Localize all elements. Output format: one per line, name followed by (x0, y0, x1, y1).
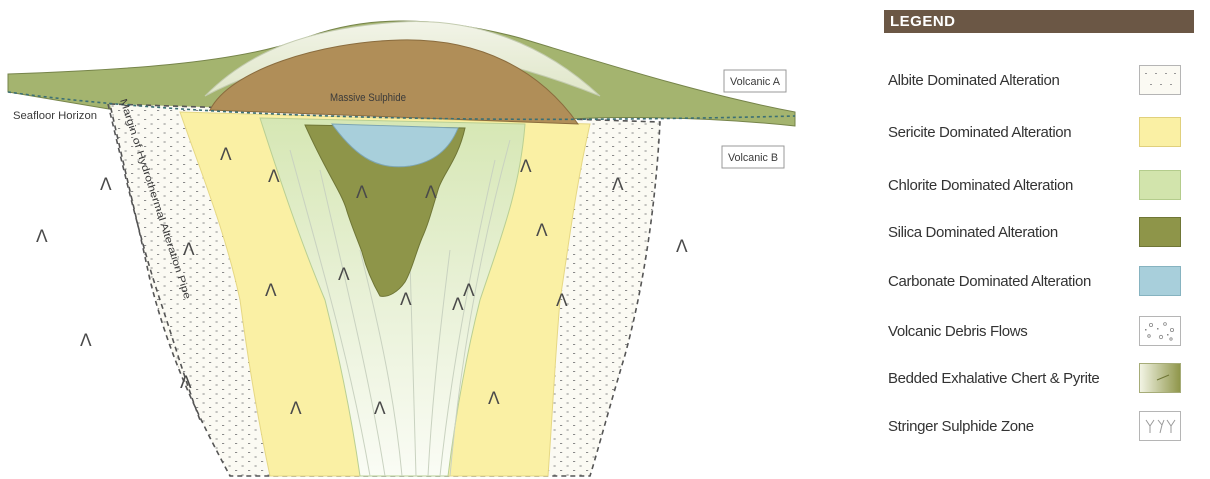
volcanic-symbol: Λ (265, 281, 277, 301)
legend-item-label: Albite Dominated Alteration (888, 72, 1060, 89)
legend-item-chert: Bedded Exhalative Chert & Pyrite (888, 363, 1188, 393)
volcanic-symbol: Λ (36, 227, 48, 247)
volcanic-symbol: Λ (268, 167, 280, 187)
volcanic-symbol: Λ (676, 237, 688, 257)
legend-item-carbonate: Carbonate Dominated Alteration (888, 266, 1188, 296)
volcanic-symbol: Λ (536, 221, 548, 241)
seafloor-horizon-label: Seafloor Horizon (13, 110, 97, 122)
volcanic-a-tag: Volcanic A (724, 70, 786, 92)
sericite-swatch-icon (1139, 117, 1181, 147)
legend-item-label: Chlorite Dominated Alteration (888, 177, 1073, 194)
volcanic-symbol: Λ (356, 183, 368, 203)
volcanic-symbol: Λ (400, 290, 412, 310)
legend-item-stringer: Stringer Sulphide Zone (888, 411, 1188, 441)
volcanic-symbol: Λ (463, 281, 475, 301)
alteration-pipe-diagram: Massive Sulphide Seafloor Horizon Margin… (0, 0, 860, 479)
volcanic-symbol: Λ (100, 175, 112, 195)
volcanic-symbol: Λ (183, 240, 195, 260)
volcanic-b-label: Volcanic B (728, 152, 778, 164)
legend-item-label: Carbonate Dominated Alteration (888, 273, 1091, 290)
silica-swatch-icon (1139, 217, 1181, 247)
volcanic-symbol: Λ (80, 331, 92, 351)
legend-item-albite: Albite Dominated Alteration (888, 65, 1188, 95)
volcanic-symbol: Λ (612, 175, 624, 195)
legend-item-debris: Volcanic Debris Flows (888, 316, 1188, 346)
legend-item-sericite: Sericite Dominated Alteration (888, 117, 1188, 147)
legend-item-silica: Silica Dominated Alteration (888, 217, 1188, 247)
volcanic-symbol: Λ (488, 389, 500, 409)
albite-swatch-icon (1139, 65, 1181, 95)
carbonate-swatch-icon (1139, 266, 1181, 296)
legend-item-chlorite: Chlorite Dominated Alteration (888, 170, 1188, 200)
chert-pyrite-swatch-icon (1139, 363, 1181, 393)
legend-item-label: Bedded Exhalative Chert & Pyrite (888, 370, 1099, 387)
legend-title: LEGEND (884, 10, 1194, 33)
legend-item-label: Volcanic Debris Flows (888, 323, 1027, 340)
chlorite-swatch-icon (1139, 170, 1181, 200)
volcanic-b-tag: Volcanic B (722, 146, 784, 168)
volcanic-symbol: Λ (425, 183, 437, 203)
volcanic-symbol: Λ (374, 399, 386, 419)
legend-panel: LEGEND Albite Dominated Alteration Seric… (884, 10, 1194, 33)
volcanic-symbol: Λ (180, 373, 192, 393)
legend-item-label: Silica Dominated Alteration (888, 224, 1058, 241)
volcanic-symbol: Λ (556, 291, 568, 311)
legend-item-label: Stringer Sulphide Zone (888, 418, 1034, 435)
legend-item-label: Sericite Dominated Alteration (888, 124, 1071, 141)
volcanic-symbol: Λ (520, 157, 532, 177)
stringer-zone-swatch-icon (1139, 411, 1181, 441)
volcanic-symbol: Λ (338, 265, 350, 285)
volcanic-symbol: Λ (290, 399, 302, 419)
volcanic-a-label: Volcanic A (730, 76, 781, 88)
massive-sulphide-label: Massive Sulphide (330, 92, 406, 104)
debris-flow-swatch-icon (1139, 316, 1181, 346)
volcanic-symbol: Λ (220, 145, 232, 165)
